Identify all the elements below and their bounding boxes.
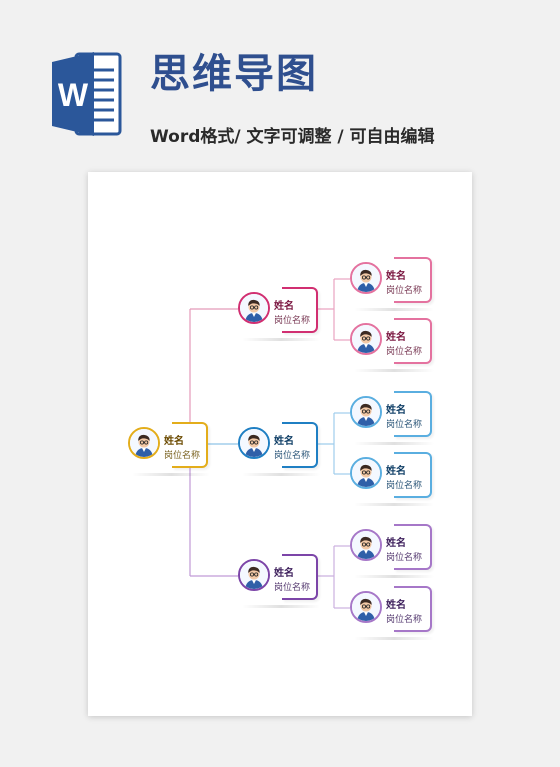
branch-2-name: 姓名 bbox=[274, 436, 294, 447]
person-avatar-icon bbox=[350, 396, 382, 428]
person-avatar-icon bbox=[238, 292, 270, 324]
branch-1-name: 姓名 bbox=[274, 301, 294, 312]
root-name: 姓名 bbox=[164, 436, 184, 447]
branch-1-position: 岗位名称 bbox=[274, 316, 311, 326]
person-avatar-icon bbox=[350, 591, 382, 623]
leaf-3-2-name: 姓名 bbox=[386, 600, 406, 611]
leaf-3-1-name: 姓名 bbox=[386, 538, 406, 549]
person-avatar-icon bbox=[350, 262, 382, 294]
leaf-node-1-2[interactable]: 姓名 岗位名称 bbox=[350, 318, 434, 372]
leaf-1-1-name: 姓名 bbox=[386, 271, 406, 282]
leaf-2-1-name: 姓名 bbox=[386, 405, 406, 416]
page-title: 思维导图 bbox=[150, 51, 318, 97]
logo-letter: W bbox=[58, 77, 89, 113]
leaf-1-1-position: 岗位名称 bbox=[386, 286, 423, 296]
branch-2-position: 岗位名称 bbox=[274, 451, 311, 461]
leaf-2-1-position: 岗位名称 bbox=[386, 420, 423, 430]
leaf-node-2-1[interactable]: 姓名 岗位名称 bbox=[350, 391, 434, 445]
leaf-node-2-2[interactable]: 姓名 岗位名称 bbox=[350, 452, 434, 506]
word-logo-icon: W bbox=[50, 48, 124, 140]
person-avatar-icon bbox=[350, 323, 382, 355]
leaf-2-2-position: 岗位名称 bbox=[386, 481, 423, 491]
leaf-node-1-1[interactable]: 姓名 岗位名称 bbox=[350, 257, 434, 311]
leaf-2-2-name: 姓名 bbox=[386, 466, 406, 477]
branch-node-2[interactable]: 姓名 岗位名称 bbox=[238, 422, 320, 476]
person-avatar-icon bbox=[350, 457, 382, 489]
root-position: 岗位名称 bbox=[164, 451, 201, 461]
document-header: W 思维导图 Word格式/ 文字可调整 / 可自由编辑 bbox=[0, 0, 560, 160]
root-node[interactable]: 姓名 岗位名称 bbox=[128, 422, 210, 476]
person-avatar-icon bbox=[238, 559, 270, 591]
document-page: 姓名 岗位名称 姓名 岗位名称 bbox=[88, 172, 472, 716]
leaf-node-3-2[interactable]: 姓名 岗位名称 bbox=[350, 586, 434, 640]
branch-3-name: 姓名 bbox=[274, 568, 294, 579]
leaf-3-2-position: 岗位名称 bbox=[386, 615, 423, 625]
leaf-1-2-position: 岗位名称 bbox=[386, 347, 423, 357]
leaf-1-2-name: 姓名 bbox=[386, 332, 406, 343]
branch-node-1[interactable]: 姓名 岗位名称 bbox=[238, 287, 320, 341]
branch-3-position: 岗位名称 bbox=[274, 583, 311, 593]
person-avatar-icon bbox=[238, 427, 270, 459]
leaf-3-1-position: 岗位名称 bbox=[386, 553, 423, 563]
person-avatar-icon bbox=[350, 529, 382, 561]
person-avatar-icon bbox=[128, 427, 160, 459]
page-subtitle: Word格式/ 文字可调整 / 可自由编辑 bbox=[150, 127, 435, 147]
branch-node-3[interactable]: 姓名 岗位名称 bbox=[238, 554, 320, 608]
leaf-node-3-1[interactable]: 姓名 岗位名称 bbox=[350, 524, 434, 578]
